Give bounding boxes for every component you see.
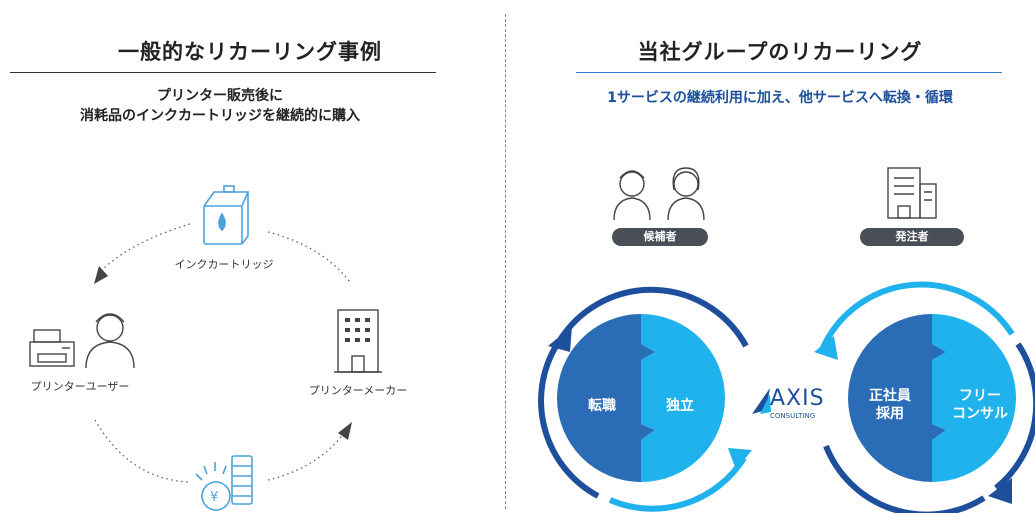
right-subtitle: 1サービスの継続利用に加え、他サービスへ転換・循環 (607, 90, 953, 106)
label-fulltime-line2: 採用 (876, 406, 904, 422)
printer-user-label: プリンターユーザー (30, 380, 130, 393)
cycle-arc-top-right (267, 231, 351, 283)
left-circle-dark-half (557, 314, 655, 482)
left-outer-arrow-top (557, 286, 749, 348)
right-title: 当社グループのリカーリング (637, 40, 923, 64)
left-subtitle-line1: プリンター販売後に (157, 88, 283, 104)
arrowhead-right (338, 422, 352, 440)
left-title-underline (10, 72, 436, 73)
label-career-change: 転職 (588, 398, 616, 414)
left-outer-arrow-bottom (608, 456, 747, 512)
svg-text:¥: ¥ (210, 490, 218, 505)
right-title-underline (576, 72, 1002, 73)
arrowhead-left (94, 266, 108, 284)
right-arrowhead-bottom (988, 478, 1012, 504)
printer-icon (29, 329, 75, 367)
right-outer-arrow-bottom (823, 444, 986, 513)
right-circle-light-half (932, 314, 1016, 482)
left-title: 一般的なリカーリング事例 (118, 40, 382, 64)
axis-logo-name: AXIS (770, 386, 825, 411)
left-outer-arrow-left (538, 344, 600, 499)
building-icon (334, 309, 382, 373)
candidate-pill: 候補者 (612, 228, 708, 246)
axis-logo-tagline: CONSULTING (770, 412, 816, 420)
right-arrowhead-left (814, 336, 838, 360)
right-circle-dark-half (848, 314, 946, 482)
label-freelance-line1: フリー (959, 388, 1001, 404)
cycle-arc-bottom-left (94, 419, 191, 483)
left-cycle-arrows (94, 223, 352, 483)
left-arrowhead-bottom (728, 448, 752, 470)
left-subtitle-line2: 消耗品のインクカートリッジを継続的に購入 (80, 108, 360, 124)
label-fulltime-line1: 正社員 (869, 388, 911, 404)
client-pill: 発注者 (860, 228, 964, 246)
cartridge-label: インクカートリッジ (174, 258, 274, 271)
right-outer-arrow-top (819, 281, 1015, 352)
printer-maker-label: プリンターメーカー (308, 384, 408, 397)
left-circle (557, 314, 725, 482)
user-icon (85, 313, 135, 369)
label-freelance-line2: コンサル (952, 406, 1008, 422)
yen-coins-icon: ¥ (195, 455, 253, 511)
right-circle (848, 314, 1016, 482)
left-arrowhead-top (548, 326, 572, 352)
left-circle-light-half (641, 314, 725, 482)
panel-divider (505, 14, 506, 509)
ink-cartridge-icon (203, 185, 250, 245)
label-independence: 独立 (666, 398, 694, 414)
